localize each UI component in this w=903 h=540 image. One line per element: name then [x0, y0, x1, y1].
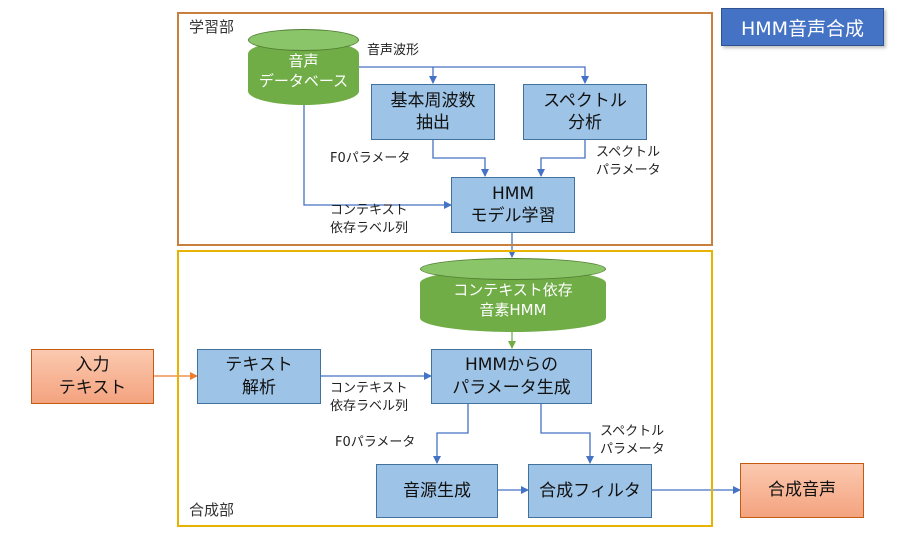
- context-labels-learning-line2: 依存ラベル列: [330, 220, 409, 236]
- excitation-generation-node: 音源生成: [376, 464, 498, 518]
- excitation-generation-label: 音源生成: [403, 480, 471, 501]
- learning-section-label: 学習部: [189, 18, 235, 36]
- edge-gen-filter: [540, 404, 594, 464]
- spectral-parameter-learning-line2: パラメータ: [596, 162, 661, 178]
- f0-parameter-label-synthesis: F0パラメータ: [335, 435, 416, 450]
- spectral-parameter-learning-line1: スペクトル: [596, 145, 661, 160]
- waveform-label: 音声波形: [367, 43, 420, 58]
- text-analysis-line1: テキスト: [225, 355, 293, 376]
- parameter-generation-node: HMMからの パラメータ生成: [431, 349, 592, 404]
- f0-extraction-line2: 抽出: [416, 113, 450, 133]
- context-hmm-line2: 音素HMM: [479, 301, 547, 320]
- edge-db-training: [303, 104, 452, 209]
- context-labels-label-learning: コンテキスト 依存ラベル列: [330, 202, 408, 237]
- input-text-node: 入力 テキスト: [31, 349, 154, 404]
- output-speech-node: 合成音声: [740, 463, 864, 518]
- synthesis-section-label: 合成部: [189, 501, 235, 519]
- f0-extraction-line1: 基本周波数: [390, 90, 476, 111]
- speech-database-node: 音声 データベース: [248, 29, 359, 105]
- edge-gen-excitation: [433, 404, 469, 464]
- text-analysis-node: テキスト 解析: [197, 349, 321, 404]
- spectral-parameter-synthesis-line2: パラメータ: [600, 441, 665, 457]
- edge-f0-training: [432, 139, 489, 177]
- context-hmm-database-node: コンテキスト依存 音素HMM: [420, 258, 606, 332]
- input-text-line1: 入力: [75, 355, 110, 376]
- output-speech-label: 合成音声: [768, 480, 836, 501]
- text-analysis-line2: 解析: [242, 377, 276, 398]
- edge-spec-training: [537, 139, 586, 177]
- spectral-parameter-label-learning: スペクトル パラメータ: [596, 144, 661, 179]
- spectral-parameter-label-synthesis: スペクトル パラメータ: [600, 423, 665, 458]
- synthesis-filter-node: 合成フィルタ: [528, 464, 652, 518]
- hmm-training-line1: HMM: [491, 183, 535, 204]
- parameter-generation-line2: パラメータ生成: [452, 377, 571, 398]
- context-labels-label-synthesis: コンテキスト 依存ラベル列: [330, 380, 408, 415]
- speech-database-line1: 音声: [288, 52, 319, 70]
- parameter-generation-line1: HMMからの: [464, 355, 559, 376]
- f0-extraction-node: 基本周波数 抽出: [371, 84, 495, 140]
- spectral-analysis-line1: スペクトル: [543, 90, 627, 111]
- synthesis-section: [177, 250, 713, 527]
- spectral-analysis-node: スペクトル 分析: [523, 84, 647, 140]
- hmm-training-line2: モデル学習: [470, 206, 556, 226]
- spectral-analysis-line2: 分析: [568, 113, 602, 133]
- speech-database-line2: データベース: [258, 72, 349, 91]
- synthesis-filter-label: 合成フィルタ: [539, 480, 641, 501]
- hmm-training-node: HMM モデル学習: [451, 177, 575, 233]
- learning-section: [177, 12, 713, 246]
- context-labels-synthesis-line1: コンテキスト: [330, 381, 408, 396]
- context-hmm-line1: コンテキスト依存: [453, 281, 573, 299]
- diagram-title: HMM音声合成: [721, 8, 884, 46]
- context-labels-synthesis-line2: 依存ラベル列: [330, 398, 409, 414]
- f0-parameter-label-learning: F0パラメータ: [330, 151, 411, 166]
- context-labels-learning-line1: コンテキスト: [330, 203, 408, 218]
- input-text-line2: テキスト: [58, 377, 127, 398]
- spectral-parameter-synthesis-line1: スペクトル: [600, 424, 665, 439]
